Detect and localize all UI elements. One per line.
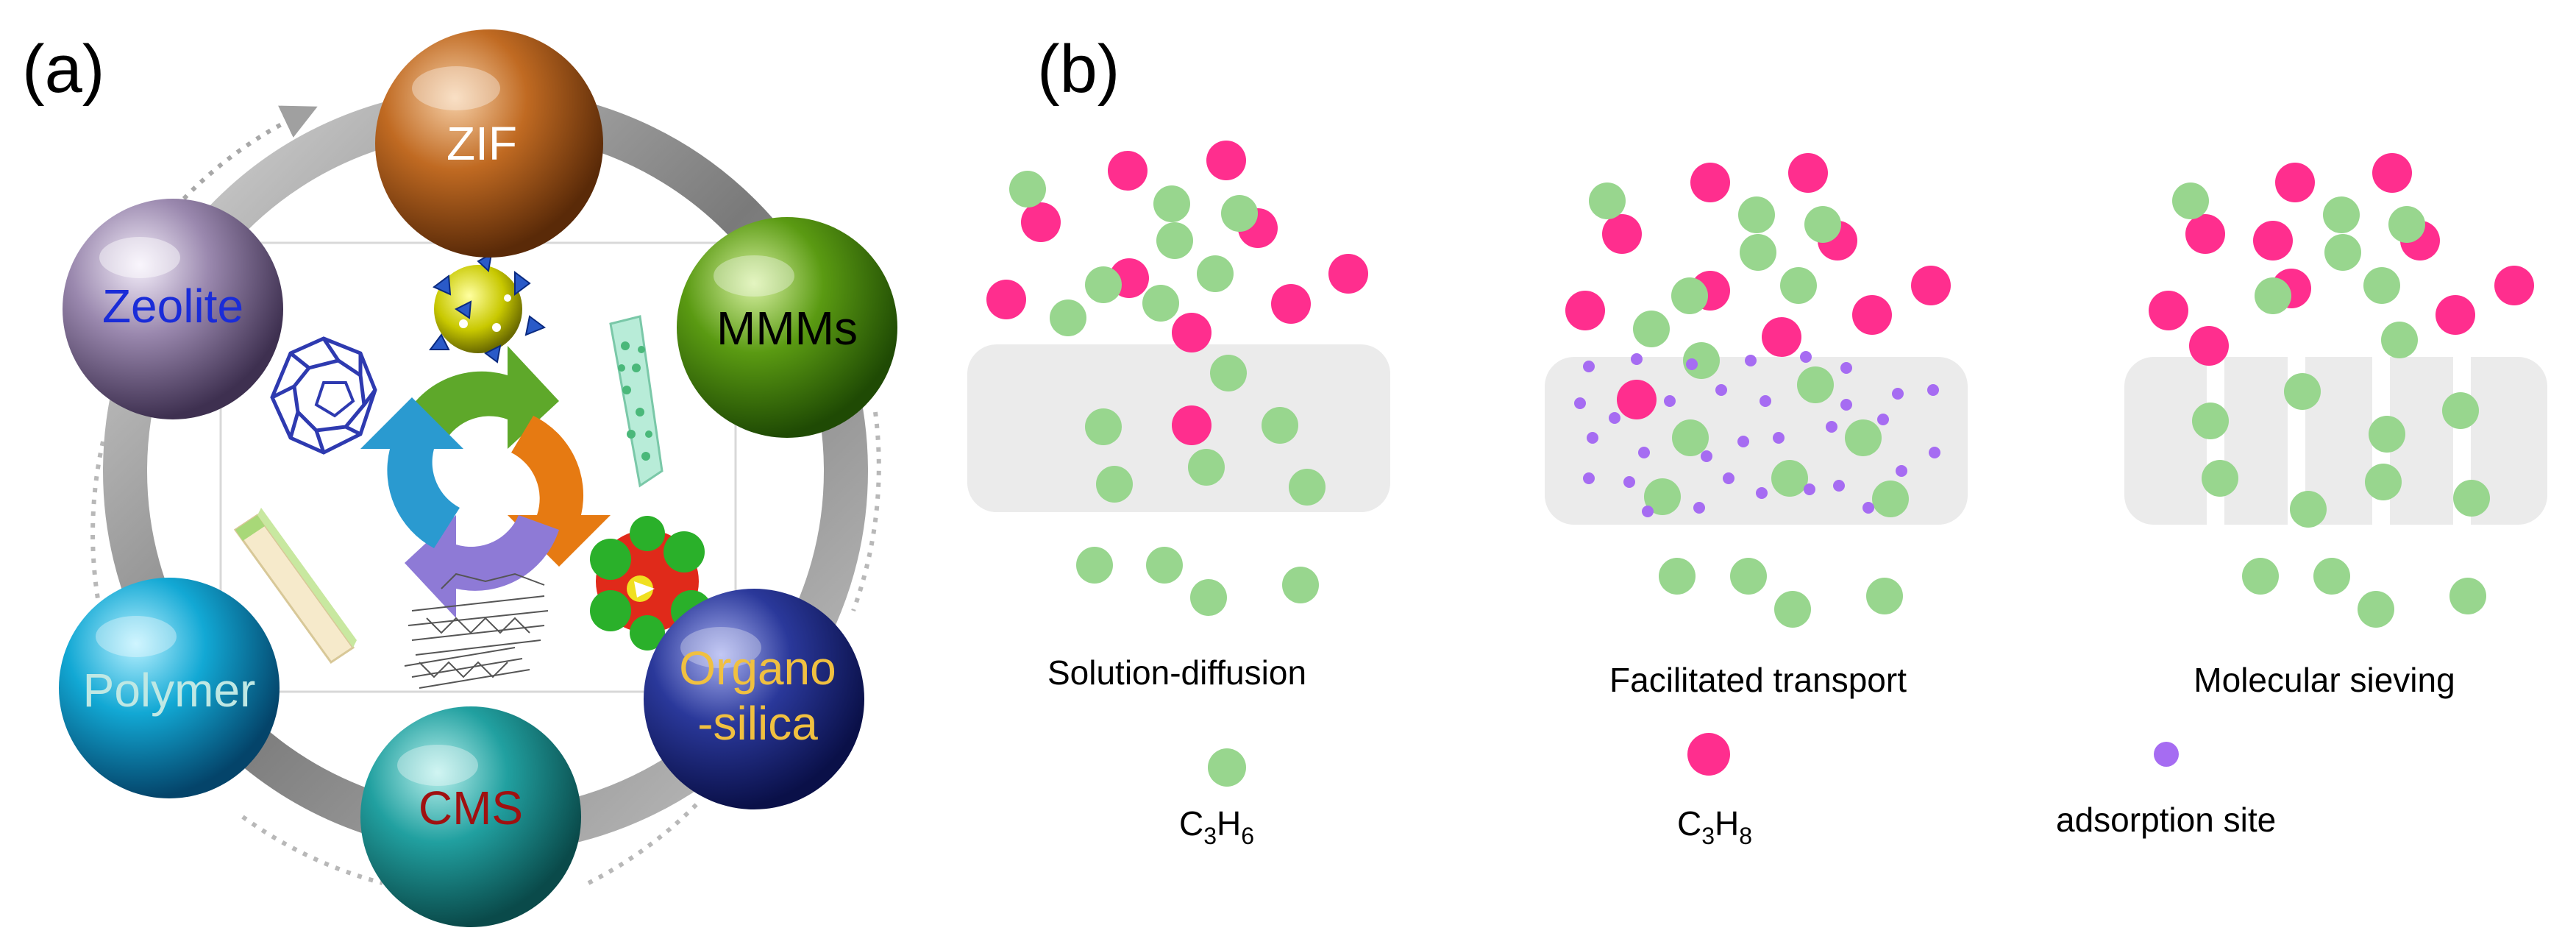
- central-cycle-arrows-icon: [360, 346, 611, 618]
- sphere-zeolite-label: Zeolite: [102, 280, 243, 333]
- adsorption-sites: [1574, 351, 1940, 517]
- legend-c3h8-label: C3H8: [1677, 804, 1752, 849]
- legend-adsorption-swatch: [2154, 742, 2179, 767]
- caption-molecular-sieving: Molecular sieving: [2193, 661, 2455, 699]
- panel-b-label: (b): [1037, 32, 1120, 107]
- zeolite-cage-icon: [270, 336, 377, 455]
- sphere-cms-label: CMS: [419, 781, 523, 834]
- panel-a-label: (a): [22, 32, 104, 107]
- sphere-zif: ZIF: [375, 29, 603, 258]
- polymer-film-icon: [233, 508, 357, 664]
- legend-c3h8-swatch: [1687, 733, 1730, 776]
- panel-a: (a): [22, 29, 897, 927]
- sphere-organosilica: Organo -silica: [644, 589, 864, 809]
- legend-adsorption-label: adsorption site: [2056, 801, 2276, 839]
- molecules-facilitated-transport: [1565, 153, 1951, 628]
- caption-solution-diffusion: Solution-diffusion: [1047, 653, 1306, 692]
- molecules-solution-diffusion: [986, 141, 1368, 616]
- outer-dotted-arc-right: [851, 411, 881, 612]
- outer-dotted-arc-bottom-right: [587, 800, 701, 885]
- legend-c3h6-swatch: [1208, 748, 1246, 787]
- zif-framework-icon: [429, 252, 547, 364]
- sphere-polymer-label: Polymer: [83, 664, 256, 717]
- sphere-polymer: Polymer: [59, 578, 280, 798]
- outer-dotted-cycle: [182, 105, 318, 201]
- legend: C3H6 C3H8 adsorption site: [1179, 733, 2276, 849]
- sphere-mmms-label: MMMs: [716, 302, 858, 355]
- sphere-organosilica-line2: -silica: [697, 697, 818, 750]
- legend-c3h6-label: C3H6: [1179, 804, 1254, 849]
- organosilica-molecule-icon: [590, 516, 712, 651]
- mmm-slab-icon: [609, 315, 663, 488]
- sphere-organosilica-line1: Organo: [679, 642, 836, 695]
- sphere-cms: CMS: [360, 706, 581, 927]
- sphere-zif-label: ZIF: [446, 117, 517, 170]
- panel-b: (b): [967, 32, 2547, 849]
- sphere-zeolite: Zeolite: [63, 199, 283, 419]
- molecules-molecular-sieving: [2149, 153, 2534, 628]
- cms-carbon-layers-icon: [404, 573, 549, 689]
- sphere-mmms: MMMs: [677, 217, 897, 438]
- caption-facilitated-transport: Facilitated transport: [1609, 661, 1907, 699]
